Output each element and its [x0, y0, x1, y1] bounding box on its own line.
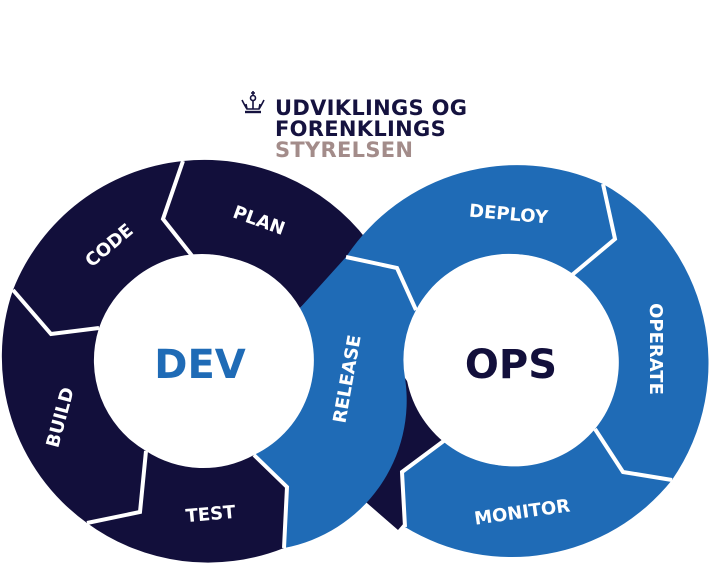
crown-icon	[241, 91, 265, 114]
ops-label: OPS	[465, 342, 557, 388]
logo: UDVIKLINGS OG FORENKLINGS STYRELSEN	[238, 88, 498, 164]
segment-monitor	[402, 429, 672, 558]
logo-line-2: FORENKLINGS	[275, 117, 446, 141]
dev-label: DEV	[154, 342, 246, 388]
segment-test	[87, 451, 287, 563]
test-label: TEST	[185, 502, 237, 527]
logo-line-3: STYRELSEN	[275, 138, 414, 162]
segment-deploy	[346, 165, 615, 310]
segment-plan	[163, 159, 367, 308]
segment-operate	[572, 184, 709, 480]
logo-line-1: UDVIKLINGS OG	[275, 96, 468, 120]
ops-hub	[405, 254, 617, 466]
dev-hub	[96, 254, 308, 466]
operate-label: OPERATE	[645, 303, 666, 395]
segment-release	[254, 257, 416, 548]
segment-build	[1, 290, 146, 523]
segment-code	[13, 161, 193, 334]
